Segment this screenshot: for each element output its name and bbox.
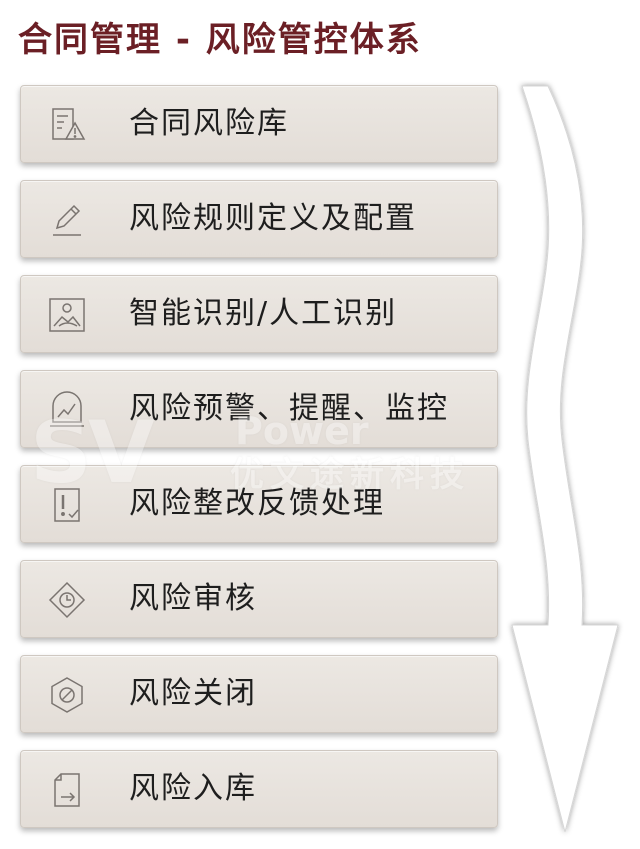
risk-control-steps: 合同风险库 风险规则定义及配置 智能识别/人工识别 [20,85,498,845]
step-risk-rule-config[interactable]: 风险规则定义及配置 [20,180,498,258]
step-label: 风险规则定义及配置 [129,201,417,236]
pencil-icon [47,200,87,240]
monitor-gauge-icon [47,390,87,430]
step-label: 风险入库 [129,771,257,806]
step-rectification-feedback[interactable]: 风险整改反馈处理 [20,465,498,543]
step-label: 风险关闭 [129,676,257,711]
step-label: 风险预警、提醒、监控 [129,391,449,426]
step-identification[interactable]: 智能识别/人工识别 [20,275,498,353]
step-contract-risk-library[interactable]: 合同风险库 [20,85,498,163]
step-label: 合同风险库 [129,106,289,141]
step-risk-review[interactable]: 风险审核 [20,560,498,638]
flow-arrow [511,85,619,833]
step-label: 风险审核 [129,581,257,616]
step-warning-monitoring[interactable]: 风险预警、提醒、监控 [20,370,498,448]
exclamation-check-icon [47,485,87,525]
page-title: 合同管理 - 风险管控体系 [18,20,422,60]
step-label: 风险整改反馈处理 [129,486,385,521]
hexagon-block-icon [47,675,87,715]
image-recognition-icon [47,295,87,335]
step-risk-archive[interactable]: 风险入库 [20,750,498,828]
risk-document-icon [47,105,87,145]
diamond-clock-icon [47,580,87,620]
file-import-icon [47,770,87,810]
step-label: 智能识别/人工识别 [129,296,398,331]
step-risk-close[interactable]: 风险关闭 [20,655,498,733]
